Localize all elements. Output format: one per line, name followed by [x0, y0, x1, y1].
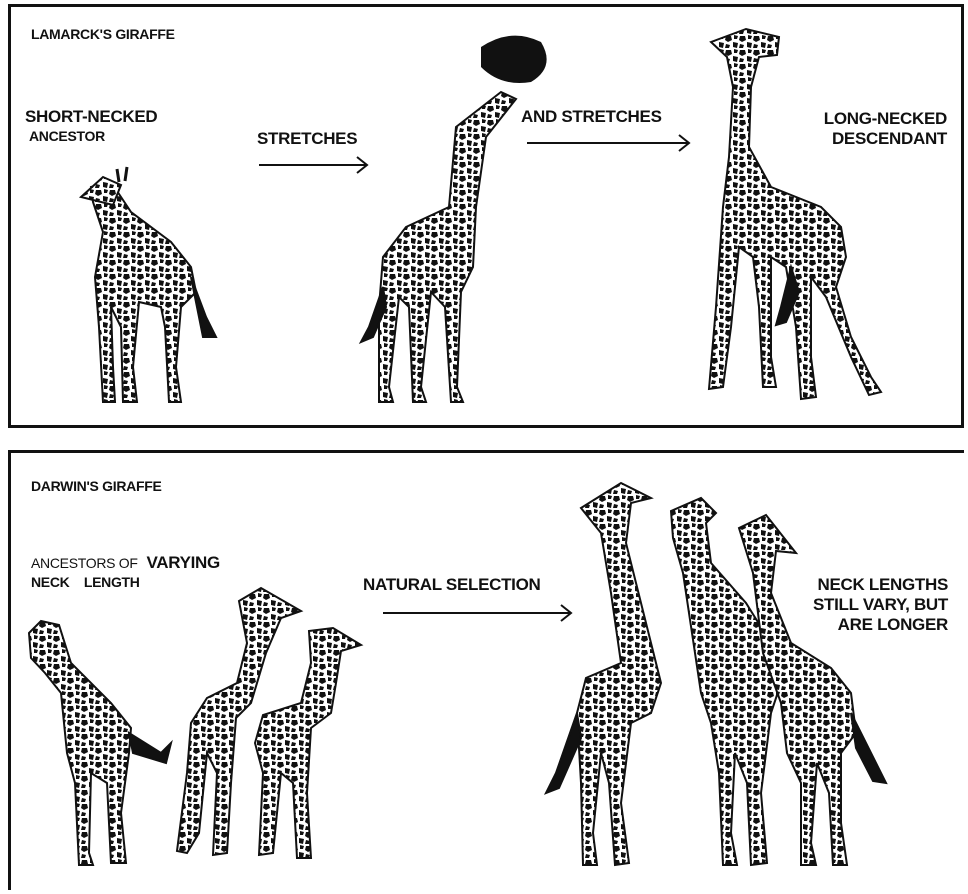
ancestor-giraffe-short — [29, 621, 171, 865]
neck-length-label: NECK LENGTH — [31, 573, 140, 592]
ancestors-prefix: ANCESTORS OF — [31, 555, 138, 571]
natural-selection-label: NATURAL SELECTION — [363, 575, 541, 594]
darwin-heading: DARWIN'S GIRAFFE — [31, 477, 162, 496]
neck-word: NECK — [31, 574, 69, 590]
and-stretches-arrow — [527, 135, 689, 151]
still-vary-label: STILL VARY, BUT — [813, 595, 948, 614]
ancestor-label: ANCESTOR — [29, 127, 105, 146]
long-necked-giraffe — [709, 29, 881, 399]
darwin-heading-bold: DARWIN'S — [31, 478, 99, 494]
short-necked-giraffe — [81, 167, 216, 402]
neck-lengths-label: NECK LENGTHS — [817, 575, 948, 594]
surviving-giraffe-left — [546, 483, 661, 865]
stretches-arrow — [259, 157, 367, 173]
are-longer-label: ARE LONGER — [838, 615, 948, 634]
lamarck-heading: LAMARCK'S GIRAFFE — [31, 25, 175, 44]
and-stretches-label: AND STRETCHES — [521, 107, 662, 126]
ancestors-varying: VARYING — [146, 553, 219, 572]
long-necked-label: LONG-NECKED — [824, 109, 947, 128]
natural-selection-arrow — [383, 605, 571, 621]
length-word: LENGTH — [84, 574, 140, 590]
darwin-panel: DARWIN'S GIRAFFE ANCESTORS OF VARYING NE… — [8, 450, 964, 890]
ancestor-giraffe-medium — [255, 628, 361, 858]
stretches-label: STRETCHES — [257, 129, 357, 148]
short-necked-label: SHORT-NECKED — [25, 107, 157, 126]
descendant-label: DESCENDANT — [832, 129, 947, 148]
ancestors-label: ANCESTORS OF VARYING — [31, 553, 220, 573]
stretching-giraffe — [361, 36, 547, 402]
darwin-illustration — [11, 453, 967, 893]
lamarck-panel: LAMARCK'S GIRAFFE SHORT-NECKED ANCESTOR … — [8, 4, 964, 428]
darwin-heading-rest: GIRAFFE — [102, 478, 161, 494]
lamarck-illustration — [11, 7, 967, 431]
